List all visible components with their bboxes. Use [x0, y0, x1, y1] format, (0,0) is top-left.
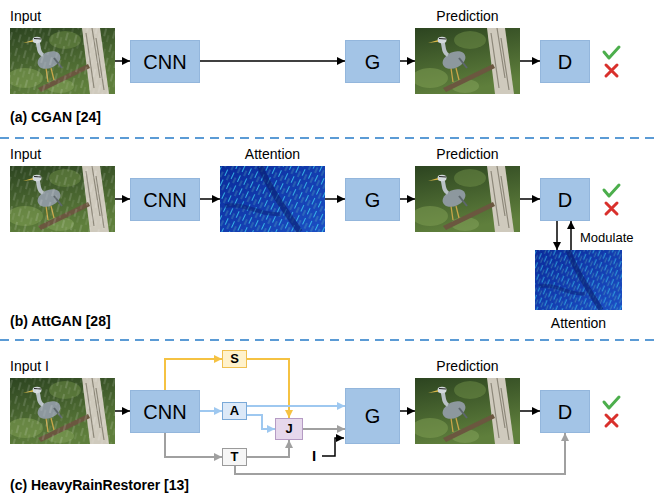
- attention-map: [220, 166, 325, 232]
- box-label: T: [231, 449, 239, 465]
- flow-arrow: [303, 428, 345, 430]
- flow-arrow: [400, 198, 415, 200]
- flow-arrow: [520, 198, 540, 200]
- flow-arrow: [115, 198, 130, 200]
- photo-panels: [7, 28, 622, 444]
- box-label: G: [365, 404, 381, 428]
- network-box: D: [540, 40, 590, 83]
- panel-caption-holder: (c) HeavyRainRestorer [13]: [10, 476, 189, 494]
- panel-caption: (b) AttGAN [28]: [10, 313, 111, 329]
- component-box: A: [222, 402, 247, 420]
- rainy-photo: [7, 166, 115, 232]
- image-panel: Attention: [535, 250, 622, 332]
- check-mark: [604, 397, 619, 408]
- flow-arrow: [247, 359, 289, 418]
- network-box: G: [345, 40, 400, 83]
- flow-arrow: [165, 359, 222, 390]
- input-arrow: [322, 438, 344, 456]
- network-box: CNN: [130, 40, 200, 83]
- derained-photo: [412, 378, 520, 444]
- symbol-label-holder: I: [312, 447, 316, 465]
- image-label: Prediction: [436, 146, 498, 163]
- flow-arrow: [325, 198, 345, 200]
- flow-arrow: [556, 221, 558, 250]
- annotation-holder: Modulate: [580, 228, 633, 246]
- panel-caption: (c) HeavyRainRestorer [13]: [10, 477, 189, 493]
- network-box: D: [540, 390, 590, 433]
- flow-arrow: [115, 410, 130, 412]
- cross-mark: [606, 65, 617, 76]
- check-mark: [604, 185, 619, 196]
- network-box: CNN: [130, 390, 200, 433]
- network-box: D: [540, 178, 590, 221]
- check-mark: [604, 47, 619, 58]
- attention-map: [535, 250, 622, 310]
- box-label: G: [365, 50, 381, 74]
- box-label: S: [230, 351, 239, 367]
- box-label: D: [558, 188, 572, 212]
- rain-streaks: [10, 378, 115, 444]
- symbol-label: I: [312, 447, 316, 464]
- image-panel: Input: [10, 8, 115, 94]
- box-label: CNN: [143, 50, 186, 74]
- derained-photo: [412, 28, 520, 94]
- flow-arrow: [247, 415, 275, 429]
- flow-arrow: [400, 60, 415, 62]
- network-box: G: [345, 178, 400, 221]
- rain-streaks: [10, 166, 115, 232]
- panel-caption-holder: (b) AttGAN [28]: [10, 312, 111, 330]
- rainy-photo: [7, 378, 115, 444]
- separator: [0, 339, 659, 341]
- image-panel: Input: [10, 146, 115, 232]
- component-box: S: [222, 350, 247, 368]
- image-panel: Prediction: [415, 8, 520, 94]
- image-label: Attention: [245, 146, 300, 163]
- image-label: Prediction: [436, 8, 498, 25]
- network-box: G: [345, 388, 400, 444]
- flow-arrow: [200, 410, 222, 412]
- box-label: A: [230, 403, 239, 419]
- box-label: G: [365, 188, 381, 212]
- rain-streaks: [10, 28, 115, 94]
- flow-arrow: [115, 60, 130, 62]
- cross-mark: [606, 415, 617, 426]
- cross-mark: [606, 203, 617, 214]
- flow-arrow: [247, 440, 289, 457]
- flow-arrow: [200, 60, 345, 62]
- network-box: CNN: [130, 178, 200, 221]
- flow-arrow: [165, 433, 222, 457]
- flow-arrow: [520, 60, 540, 62]
- flow-arrow: [247, 405, 345, 407]
- flow-arrow: [570, 221, 572, 250]
- panel-caption-holder: (a) CGAN [24]: [10, 108, 101, 126]
- box-label: D: [558, 400, 572, 424]
- derained-photo: [412, 166, 520, 232]
- flow-arrow: [400, 410, 415, 412]
- image-label: Attention: [551, 315, 606, 332]
- image-panel: Input I: [10, 358, 115, 444]
- image-label: Input: [10, 146, 41, 163]
- rainy-photo: [7, 28, 115, 94]
- image-label: Input: [10, 8, 41, 25]
- separator: [0, 137, 659, 139]
- box-label: CNN: [143, 400, 186, 424]
- image-label: Prediction: [436, 358, 498, 375]
- image-label: Input I: [10, 358, 49, 375]
- component-box: J: [275, 418, 303, 440]
- component-box: T: [222, 448, 247, 466]
- box-label: CNN: [143, 188, 186, 212]
- panel-caption: (a) CGAN [24]: [10, 109, 101, 125]
- image-panel: Prediction: [415, 358, 520, 444]
- box-label: D: [558, 50, 572, 74]
- flow-arrow: [520, 410, 540, 412]
- image-panel: Attention: [220, 146, 325, 232]
- image-panel: Prediction: [415, 146, 520, 232]
- annotation: Modulate: [580, 230, 633, 245]
- flow-arrow: [200, 198, 220, 200]
- box-label: J: [285, 421, 292, 437]
